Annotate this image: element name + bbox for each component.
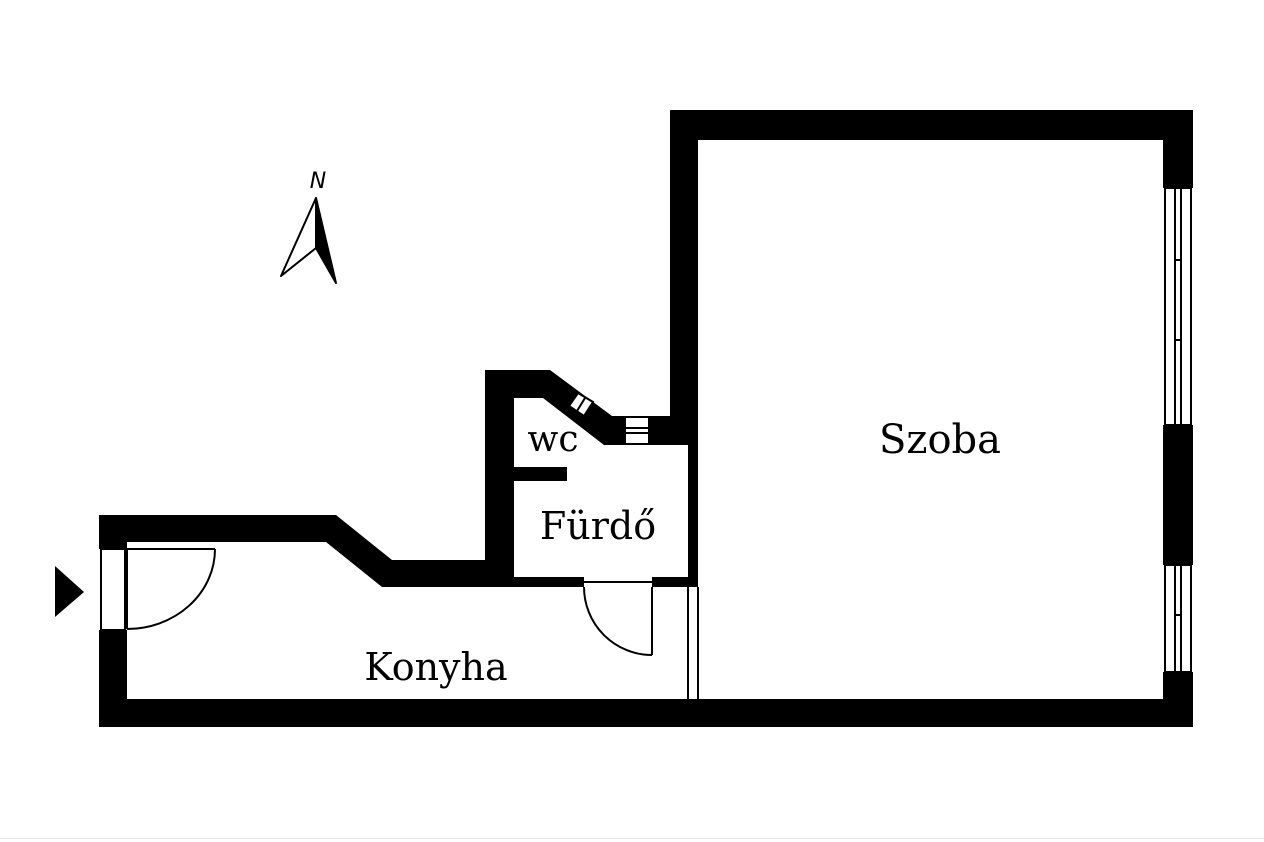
furdo-door [583,581,653,656]
north-arrow-icon [280,197,337,284]
wc-divider-wall [514,467,567,481]
wc-north-wall [485,370,698,445]
entrance-arrow-icon [55,566,84,617]
bottom-divider [0,838,1264,839]
konyha-west-wall-lower [99,630,127,727]
entrance-door [126,548,216,630]
furdo-south-wall-right [652,577,698,587]
room-label-furdo: Fürdő [540,504,656,548]
szoba-east-wall-middle [1163,425,1193,565]
doors [126,548,699,699]
room-label-wc: wc [528,419,579,460]
room-label-konyha: Konyha [364,645,507,689]
furdo-east-wall [688,416,698,587]
szoba-east-wall-upper [1163,110,1193,188]
room-label-szoba: Szoba [879,417,1001,463]
szoba-east-window-2 [1164,564,1192,673]
szoba-west-wall [670,110,698,445]
wc-window [624,416,650,445]
walls [99,110,1193,727]
wc-diagonal-window [567,391,595,418]
konyha-west-opening [100,548,126,631]
south-wall [99,699,1193,727]
windows [100,187,1192,673]
konyha-szoba-opening [687,587,699,699]
north-label: N [310,169,326,194]
szoba-east-window-1 [1164,187,1192,426]
konyha-north-wall [99,515,514,587]
furdo-south-wall-left [514,577,584,587]
furdo-west-wall [485,370,514,587]
szoba-top-wall [670,110,1193,140]
